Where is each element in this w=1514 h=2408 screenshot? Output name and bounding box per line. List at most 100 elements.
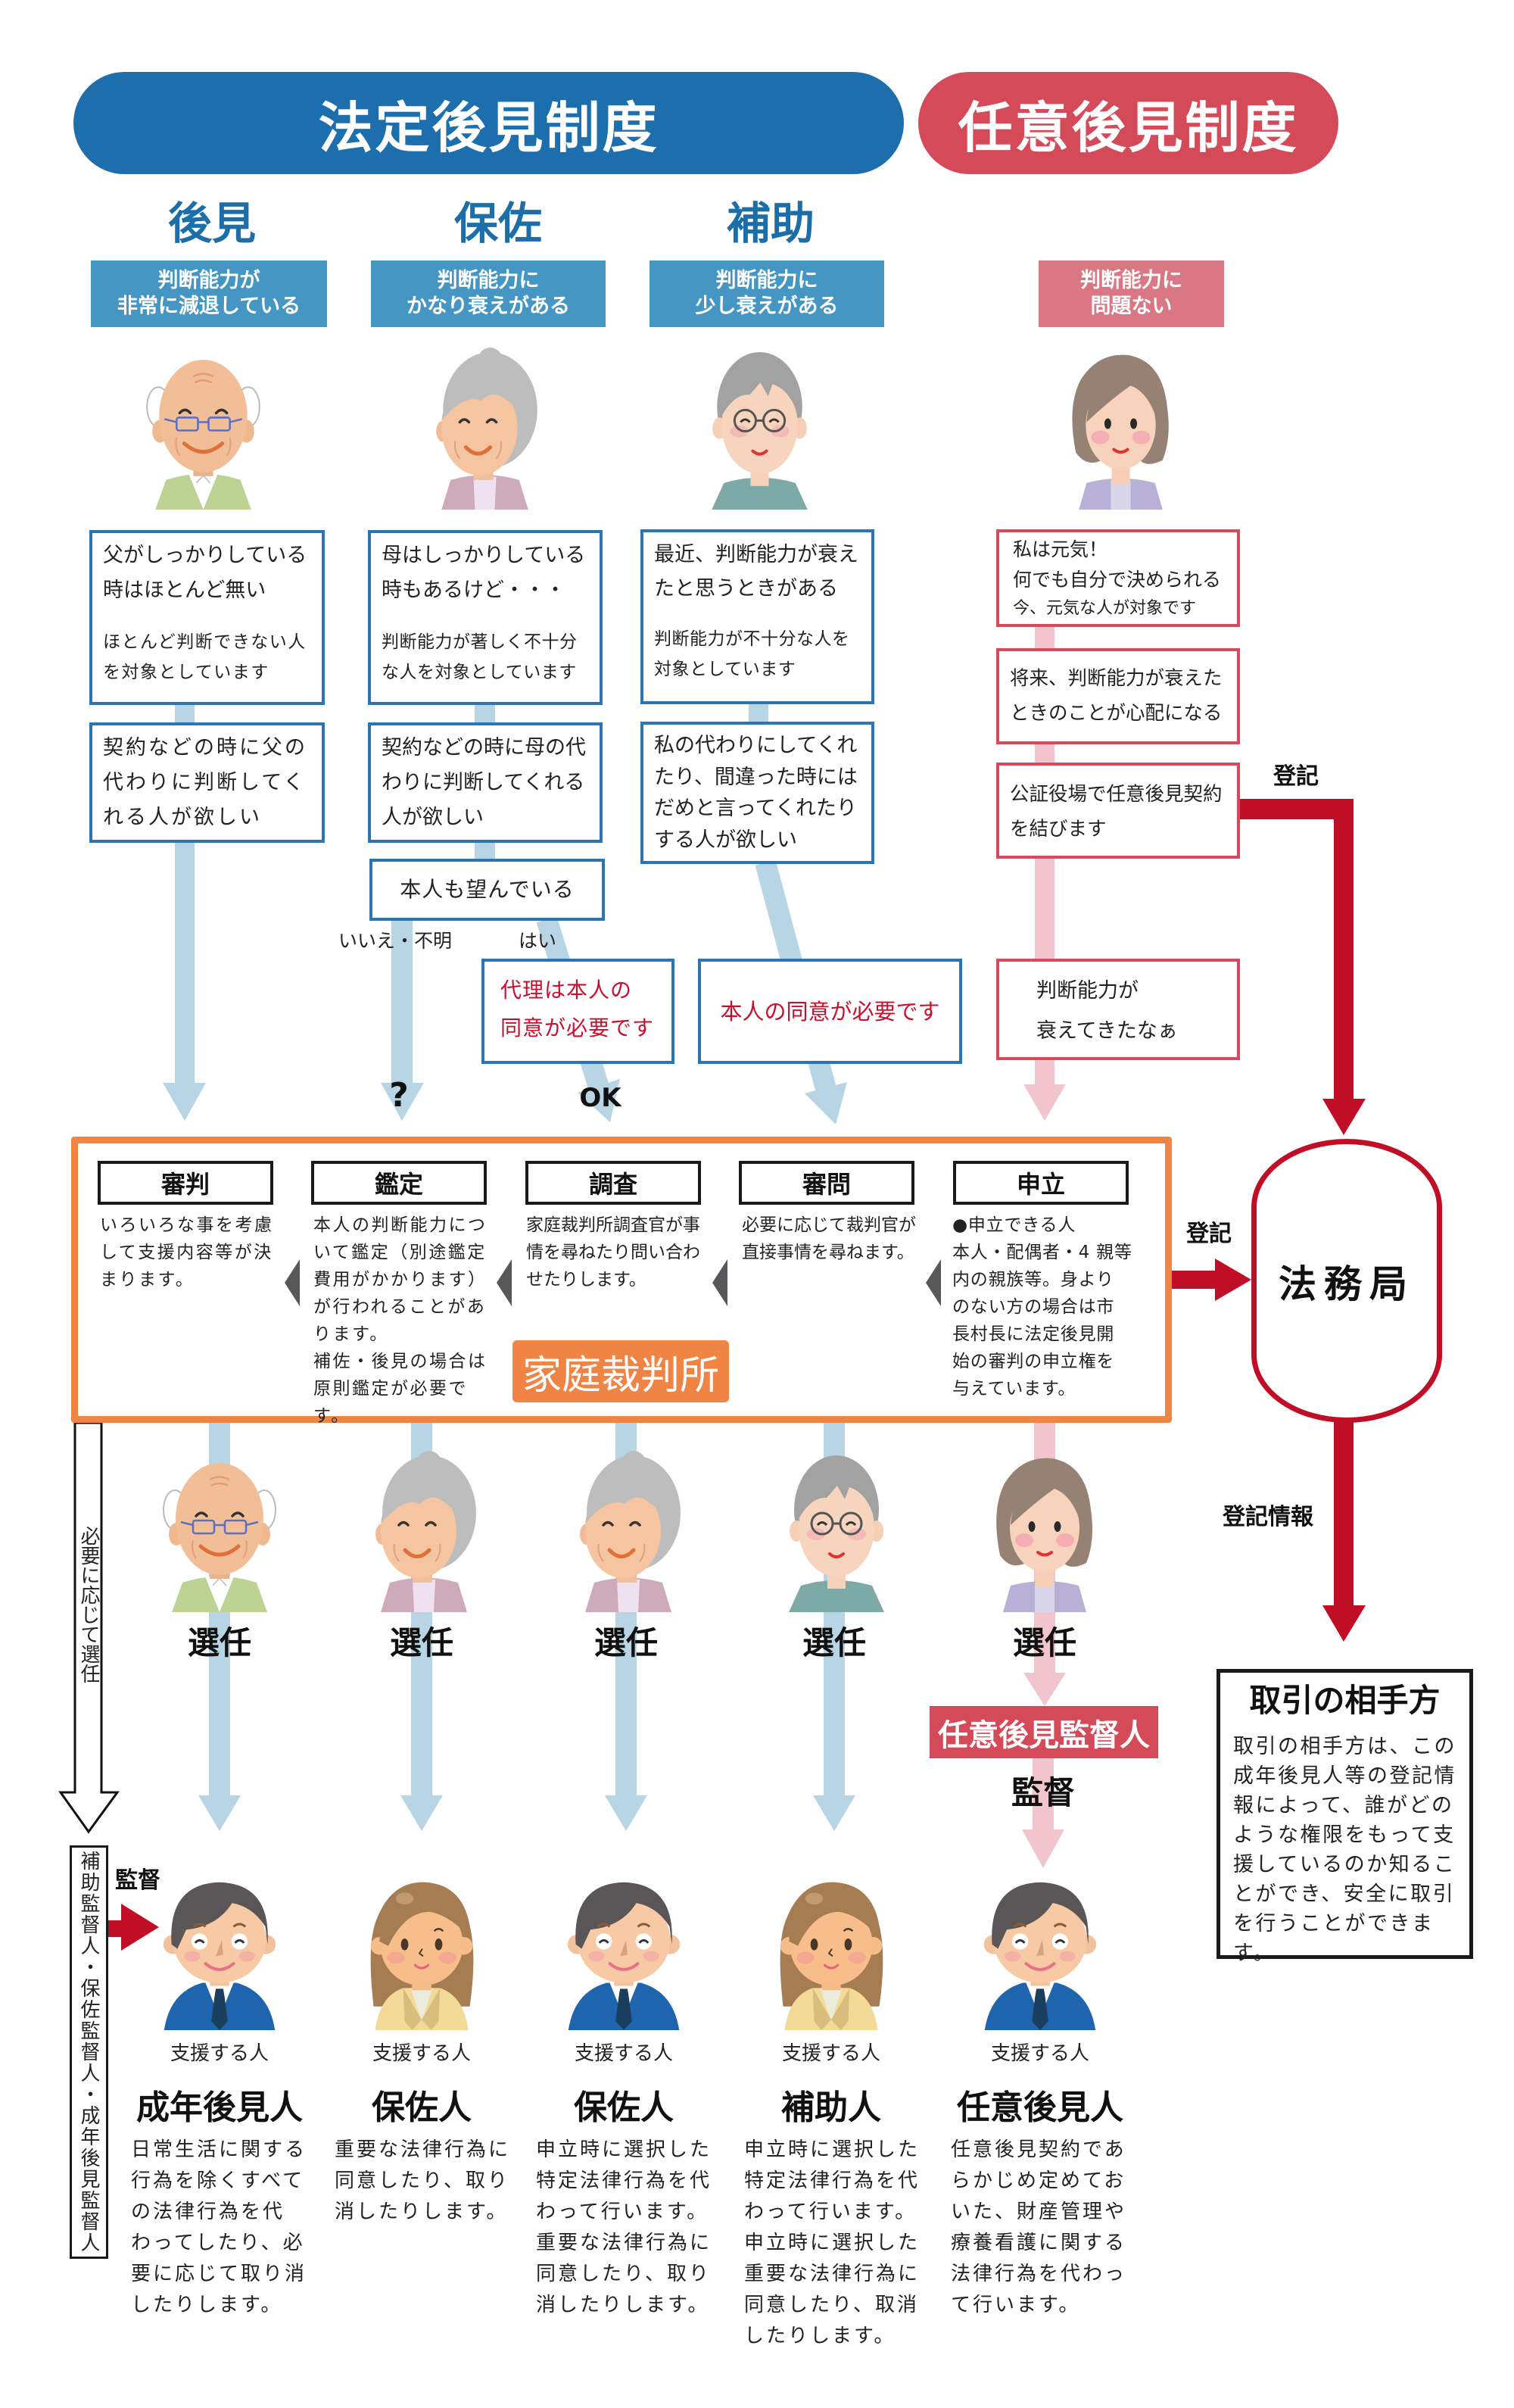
supporter-voluntary-guardian: 支援する人 任意後見人 任意後見契約であ らかじめ定めてお いた、財産管理や 療… xyxy=(942,1873,1139,2403)
elderly-woman-avatar-icon xyxy=(564,1449,693,1612)
supporter-desc: 日常生活に関する 行為を除くすべて の法律行為を代 わってしたり、必 要に応じて… xyxy=(131,2138,307,2316)
guardianship-connector xyxy=(175,703,195,724)
elderly-man-avatar-icon xyxy=(155,1449,284,1612)
supporter-curator-extended: 支援する人 保佐人 申立時に選択した 特定法律行為を代 わって行います。 重要な… xyxy=(525,1873,722,2403)
supporter-title: 成年後見人 xyxy=(136,2088,303,2127)
heading-guardianship: 後見 xyxy=(167,198,256,249)
counterparty-box: 取引の相手方 取引の相手方は、この 成年後見人等の登記情 報によって、誰がどの … xyxy=(1216,1669,1473,1965)
supporter-title: 保佐人 xyxy=(574,2088,674,2127)
supervise-label: 監督 xyxy=(1011,1774,1075,1811)
optional-appointment-label: 必要に応じて選任 xyxy=(77,1526,100,1683)
woman-in-jacket-avatar-icon xyxy=(768,1873,894,2032)
curatorship-no-arrow-shaft xyxy=(391,919,413,1084)
step-title-hearing: 審問 xyxy=(739,1161,914,1205)
legal-affairs-bureau: 法務局 xyxy=(1251,1139,1442,1423)
supporter-caption: 支援する人 xyxy=(990,2042,1089,2065)
assistance-consent-text: 本人の同意が必要です xyxy=(720,998,940,1025)
supporter-title: 任意後見人 xyxy=(957,2088,1123,2127)
registration-label-court: 登記 xyxy=(1186,1221,1232,1247)
curatorship-situation-text: 母はしっかりしている 時もあるけど・・・ xyxy=(382,544,586,602)
elderly-woman-avatar-icon xyxy=(360,1449,488,1612)
senior-man-avatar-icon xyxy=(772,1449,901,1612)
condition-assistance: 判断能力に 少し衰えがある xyxy=(650,260,884,327)
statutory-supervisors-box: 補助監督人・保佐監督人・成年後見監督人 xyxy=(70,1845,108,2259)
elderly-woman-avatar-icon xyxy=(419,346,551,510)
voluntary-contract-box: 公証役場で任意後見契約 を結びます xyxy=(996,763,1240,859)
appointment-label: 選任 xyxy=(593,1624,658,1661)
appoint-arrow-head-1 xyxy=(198,1795,241,1831)
counterparty-desc: 取引の相手方は、この 成年後見人等の登記情 報によって、誰がどの ような権限をも… xyxy=(1233,1735,1456,1965)
supervise-arrow-shaft xyxy=(1033,1757,1054,1831)
supporter-caption: 支援する人 xyxy=(372,2042,471,2065)
step-title-appraisal: 鑑定 xyxy=(311,1161,487,1205)
appoint-arrow-head-3 xyxy=(605,1795,647,1831)
result-unknown-mark: ? xyxy=(389,1076,409,1115)
chevron-left-icon xyxy=(926,1259,941,1306)
supporter-desc: 重要な法律行為に 同意したり、取り 消したりします。 xyxy=(335,2138,511,2223)
contract-registration-arrow-v xyxy=(1334,799,1354,1100)
voluntary-arrow-head xyxy=(1023,1084,1066,1121)
voluntary-situation-box: 私は元気！ 何でも自分で決められる 今、元気な人が対象です xyxy=(996,529,1240,627)
appointment-label: 選任 xyxy=(1012,1624,1076,1661)
answer-yes-label: はい xyxy=(519,930,557,952)
voluntary-situation-text: 私は元気！ 何でも自分で決められる xyxy=(1013,538,1222,591)
middle-aged-woman-avatar-icon xyxy=(980,1449,1109,1612)
guardianship-target-text: ほとんど判断できない人 を対象としています xyxy=(103,632,307,682)
elderly-man-avatar-icon xyxy=(137,346,269,510)
registry-info-arrow-head xyxy=(1322,1605,1366,1642)
step-desc-judgment: いろいろな事を考慮 して支援内容等が決 まります。 xyxy=(100,1215,274,1290)
step-desc-petition: ●申立できる人 本人・配偶者・4 親等 内の親族等。身より のない方の場合は市 … xyxy=(952,1215,1132,1399)
chevron-left-icon xyxy=(497,1259,512,1306)
supporter-caption: 支援する人 xyxy=(781,2042,880,2065)
supporter-adult-guardian: 支援する人 成年後見人 日常生活に関する 行為を除くすべて の法律行為を代 わっ… xyxy=(121,1873,318,2403)
curatorship-need-text: 契約などの時に母の代 わりに判断してくれる 人が欲しい xyxy=(382,736,586,829)
step-desc-hearing: 必要に応じて裁判官が 直接事情を尋ねます。 xyxy=(742,1215,916,1262)
family-court-label: 家庭裁判所 xyxy=(512,1340,729,1402)
assistance-target-text: 判断能力が不十分な人を 対象としています xyxy=(654,629,850,679)
condition-voluntary: 判断能力に 問題ない xyxy=(1039,260,1224,327)
step-title-investigation: 調査 xyxy=(525,1161,701,1205)
voluntary-concern-box: 将来、判断能力が衰えた ときのことが心配になる xyxy=(996,648,1240,744)
step-title-petition: 申立 xyxy=(953,1161,1129,1205)
counterparty-title: 取引の相手方 xyxy=(1249,1682,1441,1719)
guardianship-arrow-head xyxy=(163,1083,206,1121)
heading-curatorship: 保佐 xyxy=(453,198,542,249)
supporter-caption: 支援する人 xyxy=(574,2042,673,2065)
assistance-situation-text: 最近、判断能力が衰え たと思うときがある xyxy=(654,543,858,600)
supporter-desc: 申立時に選択した 特定法律行為を代 わって行います。 重要な法律行為に 同意した… xyxy=(536,2138,712,2316)
voluntary-guardianship-title: 任意後見制度 xyxy=(958,96,1299,160)
man-in-suit-avatar-icon xyxy=(977,1873,1103,2032)
step-desc-investigation: 家庭裁判所調査官が事 情を尋ねたり問い合わ せたりします。 xyxy=(526,1215,700,1290)
answer-no-label: いいえ・不明 xyxy=(338,930,453,952)
appointment-label: 選任 xyxy=(187,1624,251,1661)
appoint-arrow-head-2 xyxy=(400,1795,443,1831)
voluntary-connector-2 xyxy=(1035,743,1055,764)
supporter-curator: 支援する人 保佐人 重要な法律行為に 同意したり、取り 消したりします。 xyxy=(323,1873,520,2403)
guardianship-situation-box: 父がしっかりしている 時はほとんど無い ほとんど判断できない人 を対象としていま… xyxy=(89,530,325,705)
legal-affairs-bureau-label: 法務局 xyxy=(1279,1262,1415,1306)
guardianship-need-text: 契約などの時に父の 代わりに判断してく れる人が欲しい xyxy=(103,736,307,829)
middle-aged-woman-avatar-icon xyxy=(1055,346,1187,510)
chevron-left-icon xyxy=(712,1259,727,1306)
court-registration-arrow-shaft xyxy=(1170,1271,1216,1289)
condition-curatorship: 判断能力に かなり衰えがある xyxy=(371,260,606,327)
step-desc-appraisal: 本人の判断能力につ いて鑑定（別途鑑定 費用がかかります） が行われることがあ … xyxy=(313,1215,488,1426)
voluntary-concern-text: 将来、判断能力が衰えた ときのことが心配になる xyxy=(1010,667,1223,725)
appointment-label: 選任 xyxy=(389,1624,453,1661)
appoint-arrow-head-4 xyxy=(813,1795,855,1831)
curatorship-consent-text: 代理は本人の 同意が必要です xyxy=(500,978,655,1040)
assistance-consent-box: 本人の同意が必要です xyxy=(698,959,962,1064)
chevron-left-icon xyxy=(285,1259,300,1306)
appointment-label: 選任 xyxy=(802,1624,866,1661)
curatorship-question-box: 本人も望んでいる xyxy=(369,859,605,921)
curatorship-need-box: 契約などの時に母の代 わりに判断してくれる 人が欲しい xyxy=(368,722,603,843)
supporter-desc: 申立時に選択した 特定法律行為を代 わって行います。 申立時に選択した 重要な法… xyxy=(744,2138,921,2347)
result-ok-mark: OK xyxy=(579,1083,621,1113)
guardianship-situation-text: 父がしっかりしている 時はほとんど無い xyxy=(103,544,307,602)
registration-label-contract: 登記 xyxy=(1273,763,1319,790)
man-in-suit-avatar-icon xyxy=(561,1873,687,2032)
supporter-caption: 支援する人 xyxy=(170,2042,269,2065)
curatorship-yes-arrow-head xyxy=(578,1079,620,1122)
statutory-guardianship-title: 法定後見制度 xyxy=(318,96,659,160)
voluntary-connector-1 xyxy=(1035,625,1055,650)
